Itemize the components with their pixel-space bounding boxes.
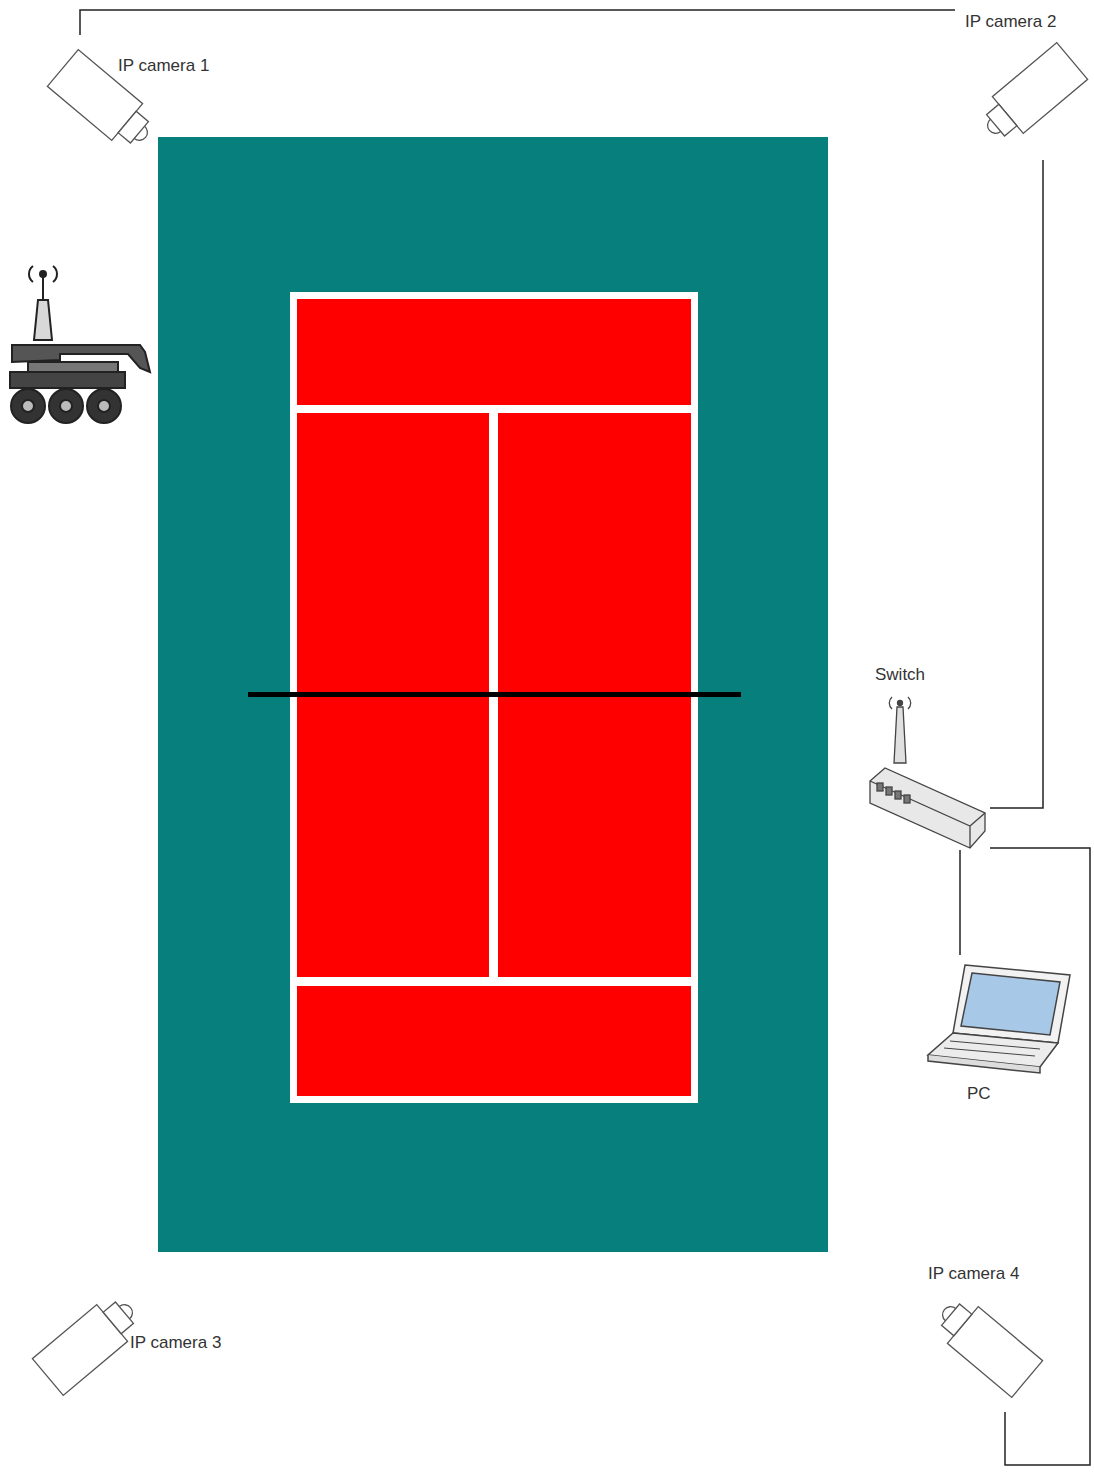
net — [248, 692, 741, 697]
node-label: IP camera 2 — [965, 12, 1056, 32]
camera-icon — [25, 35, 240, 155]
robot — [10, 266, 150, 423]
court-zone — [297, 986, 691, 1096]
node-label: IP camera 1 — [118, 56, 209, 76]
court-zone — [297, 299, 691, 405]
court-lines — [290, 292, 698, 1103]
network-wire — [80, 10, 955, 35]
node-label: IP camera 4 — [928, 1264, 1019, 1284]
node-label: PC — [967, 1084, 991, 1104]
laptop-icon — [920, 955, 1075, 1112]
node-label: IP camera 3 — [130, 1333, 221, 1353]
switch-node: Switch — [865, 663, 990, 850]
pc-node: PC — [920, 955, 1075, 1112]
camera-icon — [920, 1262, 1070, 1412]
switch-icon — [865, 663, 990, 850]
court-surround — [158, 137, 828, 1252]
camera-node: IP camera 2 — [955, 8, 1092, 160]
camera-node: IP camera 4 — [920, 1262, 1070, 1412]
network-wire — [959, 850, 961, 955]
network-wire — [990, 160, 1043, 808]
camera-node: IP camera 1 — [25, 35, 240, 155]
node-label: Switch — [875, 665, 925, 685]
camera-node: IP camera 3 — [20, 1275, 250, 1415]
